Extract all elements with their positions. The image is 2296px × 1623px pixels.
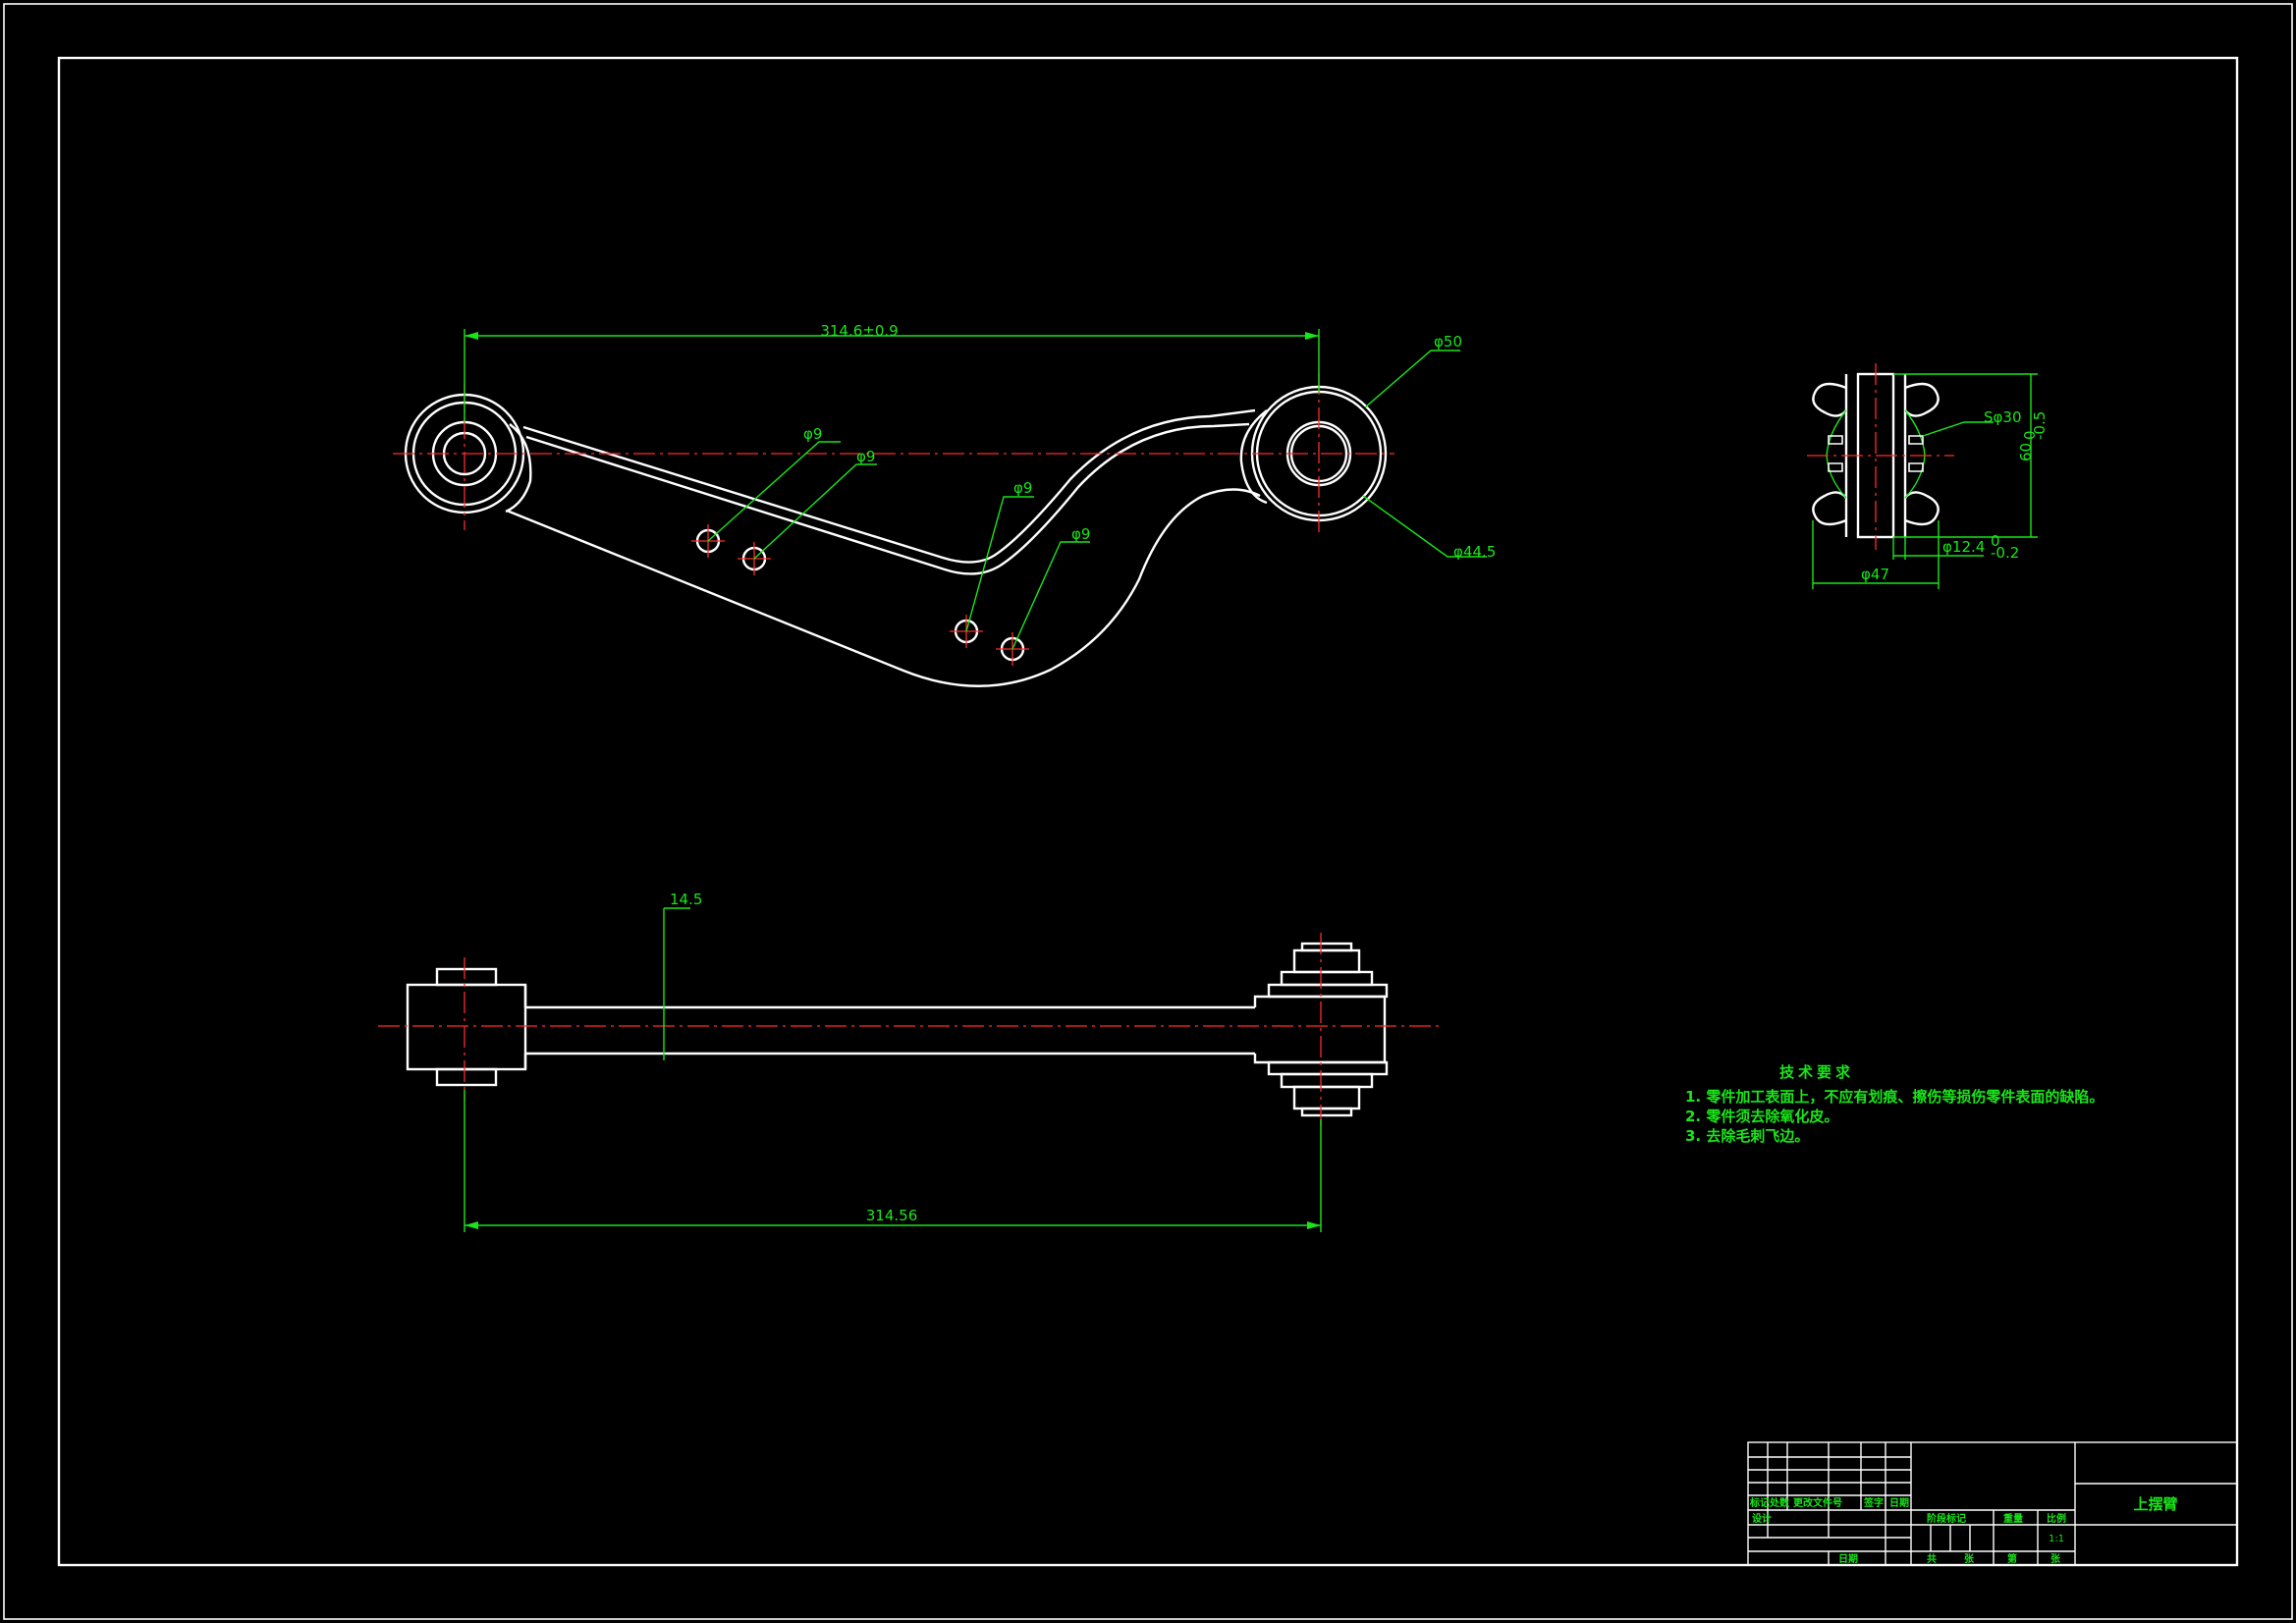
tb-label-total: 共: [1927, 1552, 1937, 1565]
drawing-frame: [57, 56, 2239, 1567]
tb-label-page-sheet: 张: [2050, 1552, 2061, 1565]
dim-bushing-sphere: Sφ30: [1984, 408, 2022, 426]
tb-label-date2: 日期: [1838, 1552, 1858, 1565]
dim-bushing-bore-tol-upper: 0: [1991, 532, 2000, 550]
tb-label-design: 设计: [1752, 1512, 1772, 1525]
dim-bushing-bore-tol-lower: -0.2: [1991, 544, 2019, 562]
dim-top-length: 314.6±0.9: [820, 322, 898, 340]
dim-hole-4: φ9: [1071, 525, 1090, 543]
dim-bushing-width: φ47: [1861, 566, 1889, 583]
tb-label-change-doc: 更改文件号: [1793, 1496, 1842, 1509]
dim-bushing-height-tol-upper: 0: [2021, 430, 2039, 440]
tb-label-sign: 签字: [1863, 1496, 1884, 1509]
dim-bushing-height: 60: [2017, 443, 2035, 461]
tech-req-item-3: 3. 去除毛刺飞边。: [1685, 1127, 1809, 1145]
dim-inner-diameter: φ44.5: [1453, 543, 1496, 561]
top-dimensions: 314.6±0.9 φ9 φ9 φ9 φ9 φ50 φ44.5: [464, 322, 1496, 650]
tech-req-item-1: 1. 零件加工表面上，不应有划痕、擦伤等损伤零件表面的缺陷。: [1685, 1088, 2104, 1106]
dim-outer-diameter: φ50: [1434, 333, 1462, 351]
tb-label-weight: 重量: [2003, 1512, 2023, 1525]
dim-bushing-bore: φ12.4: [1942, 538, 1985, 556]
tb-label-sheet: 张: [1964, 1552, 1975, 1565]
bushing-section: Sφ30 60 0 -0.5 φ12.4 0 -0.2 φ47: [1807, 363, 2049, 589]
tb-part-name: 上摆臂: [2133, 1495, 2177, 1513]
front-view: 14.5 314.56: [378, 891, 1439, 1232]
dim-hole-2: φ9: [856, 448, 875, 465]
tech-req-item-2: 2. 零件须去除氧化皮。: [1685, 1108, 1838, 1125]
dim-bottom-length: 314.56: [866, 1207, 918, 1224]
top-view: 314.6±0.9 φ9 φ9 φ9 φ9 φ50 φ44.5: [393, 322, 1496, 687]
dim-hole-1: φ9: [803, 425, 822, 443]
tb-label-count: 处数: [1769, 1496, 1790, 1509]
arm-upper-edge: [522, 408, 1256, 564]
tb-label-page: 第: [2007, 1552, 2017, 1565]
tb-label-mark: 标记: [1749, 1496, 1770, 1509]
dim-thickness: 14.5: [670, 891, 702, 908]
tb-label-ratio: 比例: [2047, 1512, 2066, 1525]
tech-req-title: 技术要求: [1779, 1063, 1854, 1081]
technical-requirements: 技术要求 1. 零件加工表面上，不应有划痕、擦伤等损伤零件表面的缺陷。 2. 零…: [1685, 1063, 2104, 1145]
dim-bushing-height-tol-lower: -0.5: [2031, 411, 2049, 440]
arm-lower-edge: [506, 488, 1261, 687]
tb-scale-value: 1:1: [2049, 1534, 2064, 1544]
arm-upper-edge-inner: [525, 422, 1250, 575]
dim-hole-3: φ9: [1013, 479, 1032, 497]
title-block: 标记 处数 更改文件号 签字 日期 设计 阶段标记 重量 比例 1:1 日期 共…: [1747, 1441, 2238, 1566]
tb-label-date: 日期: [1889, 1496, 1909, 1509]
tb-label-stage-mark: 阶段标记: [1927, 1512, 1966, 1525]
sheet-border: [3, 3, 2293, 1620]
